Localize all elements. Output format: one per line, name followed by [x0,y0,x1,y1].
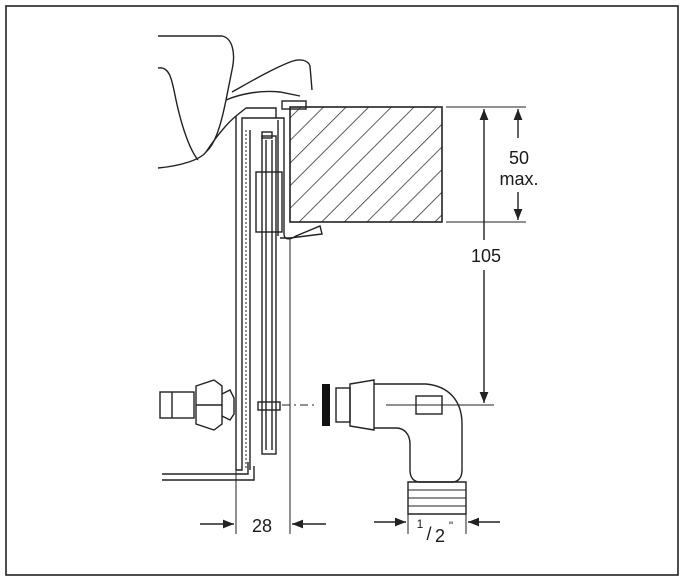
thread-slash: / [426,524,431,544]
elbow-fitting [322,379,467,515]
valve-stem [255,131,283,455]
dim-50-suffix: max. [499,169,538,189]
bottom-tray [162,462,255,481]
left-connector [159,379,235,431]
thread-numerator: 1 [417,517,424,531]
dimension-half-inch: 1 / 2 " [374,514,500,546]
countertop-section [289,106,443,223]
dimension-105: 105 [386,109,501,406]
thread-inch-mark: " [449,519,453,533]
dimension-28: 28 [200,238,326,536]
dim-105-value: 105 [471,246,501,266]
sink-basin [157,35,313,169]
drawing-border [5,5,679,576]
dim-50-value: 50 [509,148,529,168]
dimension-50-max: 50 max. [446,106,539,223]
thread-denominator: 2 [435,526,445,546]
dim-28-value: 28 [252,516,272,536]
